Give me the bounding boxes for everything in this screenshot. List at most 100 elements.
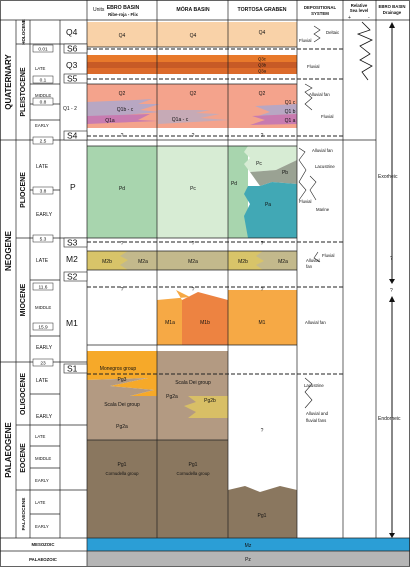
- age-label: 0.01: [38, 47, 48, 53]
- block-q1a-ebro: [87, 114, 158, 124]
- sub-middle: MIDDLE: [35, 456, 51, 461]
- cell-label: Pg2b: [204, 398, 216, 404]
- age-label: 15.9: [38, 325, 48, 331]
- block-q1bc-ebro: [87, 99, 160, 118]
- unit-s6: S6: [67, 44, 78, 54]
- cell-label: ?: [192, 241, 195, 247]
- unit-p: P: [70, 182, 76, 192]
- block-pg2a-mora: [157, 351, 228, 440]
- cell-label: Pg2a: [116, 424, 128, 430]
- unit-s4: S4: [67, 131, 78, 141]
- cell-label: Q3a: [258, 69, 267, 74]
- cell-label: M1a: [165, 320, 175, 326]
- sealevel-header-2: Sea level: [350, 8, 368, 13]
- sealevel-plus: +: [348, 15, 351, 21]
- block-pa-tortosa: [244, 182, 297, 238]
- era-labels: QUATERNARY NEOGENE PALAEOGENE MESOZOIC P…: [4, 54, 57, 562]
- block-q4: [87, 22, 297, 47]
- block-pc-mora: [157, 146, 228, 238]
- cell-label: Q3b: [258, 63, 267, 68]
- unit-q4: Q4: [66, 27, 78, 37]
- block-q3a: [87, 68, 297, 74]
- age-labels: 0.01 0.1 0.8 2.5 3.8 5.3 11.6 15.9 23: [32, 44, 54, 367]
- dep-label: Alluvial fan: [305, 320, 326, 325]
- era-mesozoic: MESOZOIC: [32, 542, 55, 547]
- block-m2b-ebro: [87, 251, 128, 270]
- dep-label: Deltaic: [326, 30, 340, 35]
- cell-label: Pa: [265, 202, 271, 208]
- drainage-question: ?: [390, 256, 393, 262]
- age-label: 0.1: [40, 78, 47, 84]
- cell-label: Scala Dei group: [175, 380, 211, 386]
- age-label: 0.8: [40, 100, 47, 106]
- cell-label: Q1b - c: [117, 107, 134, 113]
- cell-label: Q2: [119, 91, 126, 97]
- dep-label: fan: [306, 264, 313, 269]
- sub-early: EARLY: [36, 212, 53, 218]
- age-label: 23: [40, 361, 46, 367]
- cell-label: Pc: [190, 186, 196, 192]
- cell-label: Mz: [245, 543, 252, 549]
- dep-label: Alluvial fan: [312, 148, 333, 153]
- sub-middle: MIDDLE: [35, 305, 51, 310]
- unit-q1-2: Q1 - 2: [63, 106, 77, 112]
- block-q3c: [87, 55, 297, 62]
- depositional-header: DEPOSITIONAL: [304, 5, 337, 10]
- dep-label: Fluvial: [322, 253, 334, 258]
- sub-late: LATE: [35, 434, 46, 439]
- drainage-exorheic: Exorheic: [378, 174, 398, 180]
- unit-s3: S3: [67, 238, 78, 248]
- cell-label: Q2: [190, 91, 197, 97]
- cell-label: M2b: [102, 259, 112, 265]
- drainage-column: Exorheic ? ? Endorheic: [378, 22, 401, 538]
- cell-label: M2a: [278, 259, 288, 265]
- era-palaeozoic: PALAEOZOIC: [29, 557, 57, 562]
- unit-q3: Q3: [66, 60, 78, 70]
- block-q1b-tortosa: [255, 104, 297, 116]
- block-pd-ebro: [87, 146, 157, 238]
- cell-label: Pz: [245, 557, 251, 563]
- period-pleistocene: PLEISTOCENE: [20, 67, 27, 117]
- cell-label: Pg1: [258, 513, 267, 519]
- cell-label: Pb: [282, 170, 288, 176]
- cell-label: Pd: [231, 181, 237, 187]
- block-pg3: [87, 351, 157, 396]
- subdivision-labels: LATE MIDDLE EARLY LATE EARLY LATE MIDDLE…: [35, 66, 53, 529]
- cell-label: ?: [261, 287, 264, 293]
- dep-label: Alluvial and: [306, 411, 329, 416]
- units-header: Units: [93, 7, 105, 13]
- cell-label: Cornudella group: [177, 471, 211, 476]
- cell-label: ?: [121, 287, 124, 293]
- age-label: 3.8: [40, 189, 47, 195]
- dep-label: fluvial fans: [306, 418, 326, 423]
- age-label: 5.3: [40, 237, 47, 243]
- era-palaeogene: PALAEOGENE: [4, 422, 13, 478]
- cell-label: Q1 b: [285, 109, 296, 115]
- block-pd-tortosa: [228, 146, 248, 238]
- block-pb-tortosa: [250, 160, 297, 186]
- cell-label: Pg2a: [166, 394, 178, 400]
- cell-label: Pd: [119, 186, 125, 192]
- block-pg2a-ebro: [87, 378, 157, 440]
- tortosa-graben-header: TORTOSA GRABEN: [238, 7, 287, 13]
- block-pz: [87, 551, 410, 566]
- dep-label: Fluvial: [299, 38, 311, 43]
- cell-label: Pg1: [118, 462, 127, 468]
- era-quaternary: QUATERNARY: [4, 54, 13, 110]
- sub-early: EARLY: [35, 524, 49, 529]
- sub-early: EARLY: [35, 478, 49, 483]
- cell-label: M1: [259, 320, 266, 326]
- block-pg1-tortosa: [228, 486, 297, 538]
- cell-label: ?: [261, 241, 264, 247]
- sub-early: EARLY: [36, 345, 53, 351]
- cell-label: M2a: [138, 259, 148, 265]
- unit-s5: S5: [67, 74, 78, 84]
- sub-early: EARLY: [35, 123, 49, 128]
- cell-label: M2b: [238, 259, 248, 265]
- sub-late: LATE: [36, 378, 49, 384]
- era-neogene: NEOGENE: [4, 230, 13, 271]
- cell-label: Q1 a: [285, 118, 296, 124]
- cell-label: Q4: [259, 30, 266, 36]
- block-m1-tortosa: [228, 290, 297, 345]
- sub-late: LATE: [35, 66, 46, 71]
